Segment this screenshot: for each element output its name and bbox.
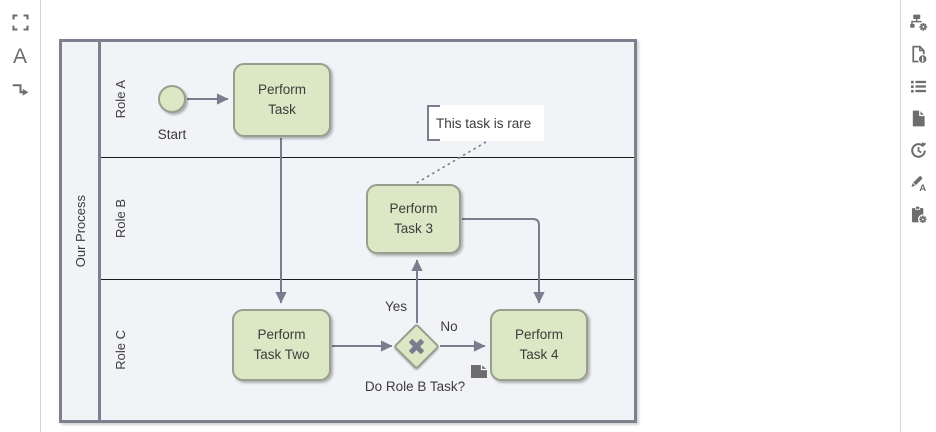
history-icon xyxy=(908,140,929,161)
task-label: Perform Task Two xyxy=(253,327,310,362)
format-font-letter: A xyxy=(919,182,926,192)
annotation-association[interactable] xyxy=(414,141,487,185)
task-perform-task[interactable]: Perform Task xyxy=(233,63,331,137)
start-event[interactable] xyxy=(158,85,186,113)
format-font-icon: A xyxy=(908,172,929,193)
start-event-label: Start xyxy=(157,127,187,142)
task-label: Perform Task 3 xyxy=(389,201,438,236)
task-perform-task-3[interactable]: Perform Task 3 xyxy=(366,184,461,254)
clipboard-settings-icon xyxy=(908,204,929,225)
page-button[interactable] xyxy=(907,107,931,129)
fit-view-button[interactable] xyxy=(8,11,32,33)
annotation-text: This task is rare xyxy=(436,115,532,131)
branch-no-label: No xyxy=(440,319,458,334)
gateway-question-label: Do Role B Task? xyxy=(364,379,466,394)
task-label: Perform Task xyxy=(257,82,306,117)
pool-title-strip[interactable]: Our Process xyxy=(62,42,101,420)
outline-list-button[interactable] xyxy=(907,75,931,97)
font-tool-icon: A xyxy=(12,44,27,68)
connector-style-button[interactable] xyxy=(8,79,32,101)
connector-style-icon xyxy=(10,80,31,101)
history-button[interactable] xyxy=(907,139,931,161)
page-icon xyxy=(908,108,929,129)
task-perform-task-two[interactable]: Perform Task Two xyxy=(232,309,331,381)
outline-list-icon xyxy=(908,76,929,97)
note-icon[interactable] xyxy=(470,364,488,384)
lane-role-b[interactable]: Role B xyxy=(101,158,634,280)
diagram-settings-icon xyxy=(908,12,929,33)
pool-lanes: Role A Role B Role C xyxy=(101,42,634,420)
text-annotation[interactable]: This task is rare xyxy=(427,105,544,141)
diagram-settings-button[interactable] xyxy=(907,11,931,33)
fit-view-icon xyxy=(10,12,31,33)
branch-yes-label: Yes xyxy=(384,299,408,314)
left-toolbar: A xyxy=(0,0,41,432)
lane-role-a[interactable]: Role A xyxy=(101,42,634,158)
document-info-icon xyxy=(908,44,929,65)
font-tool-button[interactable]: A xyxy=(8,45,32,67)
clipboard-settings-button[interactable] xyxy=(907,203,931,225)
task-perform-task-4[interactable]: Perform Task 4 xyxy=(490,309,588,381)
flow-task-3-to-task-4[interactable] xyxy=(462,218,545,304)
document-info-button[interactable] xyxy=(907,43,931,65)
right-toolbar: A xyxy=(900,0,936,432)
format-font-button[interactable]: A xyxy=(907,171,931,193)
task-label: Perform Task 4 xyxy=(514,327,563,362)
